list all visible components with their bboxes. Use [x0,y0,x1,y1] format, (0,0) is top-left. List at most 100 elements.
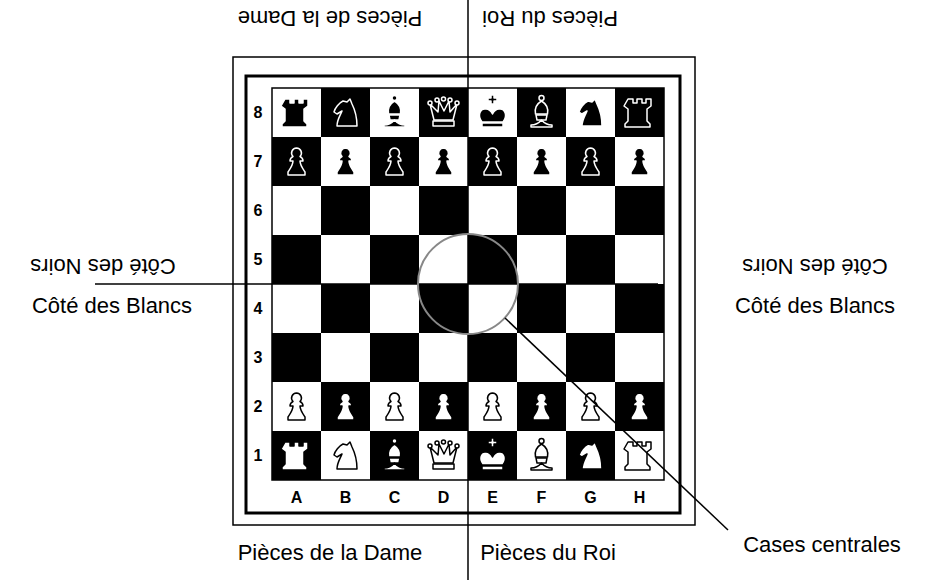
side-label: Côté des Blancs [32,294,192,318]
dark-square [370,333,419,382]
dark-square [370,137,419,186]
dark-square [321,88,370,137]
file-letter: C [389,489,401,507]
light-square [370,88,419,137]
white-bishop [531,439,552,471]
divider-line [467,0,469,580]
side-label: Côté des Blancs [735,294,895,318]
light-square [321,137,370,186]
dark-square [321,186,370,235]
light-square [370,186,419,235]
dark-square [468,235,517,284]
dark-square [272,137,321,186]
dark-square [419,284,468,333]
light-square [615,333,664,382]
dark-square [566,333,615,382]
black-pawn [386,148,403,175]
black-rook [624,99,651,127]
light-square [566,88,615,137]
black-pawn [337,148,354,175]
light-square [517,235,566,284]
white-pawn [386,393,403,420]
white-pawn [582,393,599,420]
white-knight [334,442,357,469]
dark-square [321,382,370,431]
dark-square [272,431,321,480]
rank-number: 5 [254,251,263,269]
dark-square [566,431,615,480]
light-square [370,382,419,431]
side-label: Pièces de la Dame [238,6,423,30]
rank-number: 7 [254,153,263,171]
black-queen [428,97,459,126]
light-square [468,382,517,431]
dark-square [272,333,321,382]
light-square [615,431,664,480]
rank-number: 8 [254,104,263,122]
rank-number: 2 [254,398,263,416]
leader-line [505,318,728,530]
light-square [321,235,370,284]
black-knight [334,99,357,126]
dark-square [468,431,517,480]
light-square [272,284,321,333]
light-square [419,333,468,382]
rank-number: 4 [254,300,263,318]
light-square [468,186,517,235]
light-square [566,382,615,431]
dark-square [272,235,321,284]
file-letter: F [537,489,547,507]
file-letter: B [340,489,352,507]
light-square [468,284,517,333]
dark-square [615,382,664,431]
side-label: Pièces du Roi [480,541,616,565]
light-square [419,431,468,480]
rank-number: 6 [254,202,263,220]
dark-square [517,284,566,333]
side-label: Pièces du Roi [482,6,618,30]
dark-square [321,284,370,333]
black-pawn [484,148,501,175]
black-knight [579,99,602,126]
light-square [370,284,419,333]
center-circle [418,234,518,334]
dark-square [615,88,664,137]
dark-square [615,186,664,235]
divider-line [95,283,658,285]
light-square [468,88,517,137]
rank-number: 1 [254,447,263,465]
black-pawn [288,148,305,175]
dark-square [615,284,664,333]
white-rook [624,442,651,470]
dark-square [517,88,566,137]
white-pawn [484,393,501,420]
light-square [517,137,566,186]
light-square [615,137,664,186]
light-square [517,431,566,480]
dark-square [370,431,419,480]
file-letter: G [584,489,596,507]
white-queen [428,440,459,469]
rank-number: 3 [254,349,263,367]
dark-square [468,333,517,382]
dark-square [566,137,615,186]
white-pawn [288,393,305,420]
white-pawn [533,393,550,420]
black-pawn [533,148,550,175]
black-bishop [531,96,552,128]
light-square [566,186,615,235]
black-pawn [582,148,599,175]
white-rook [281,442,308,470]
white-pawn [435,393,452,420]
callout-label: Cases centrales [743,533,901,557]
black-pawn [435,148,452,175]
outer-frame [233,57,695,525]
white-knight [579,442,602,469]
white-bishop [384,439,405,471]
light-square [419,235,468,284]
file-letter: E [487,489,498,507]
dark-square [517,382,566,431]
light-square [321,333,370,382]
black-rook [281,99,308,127]
